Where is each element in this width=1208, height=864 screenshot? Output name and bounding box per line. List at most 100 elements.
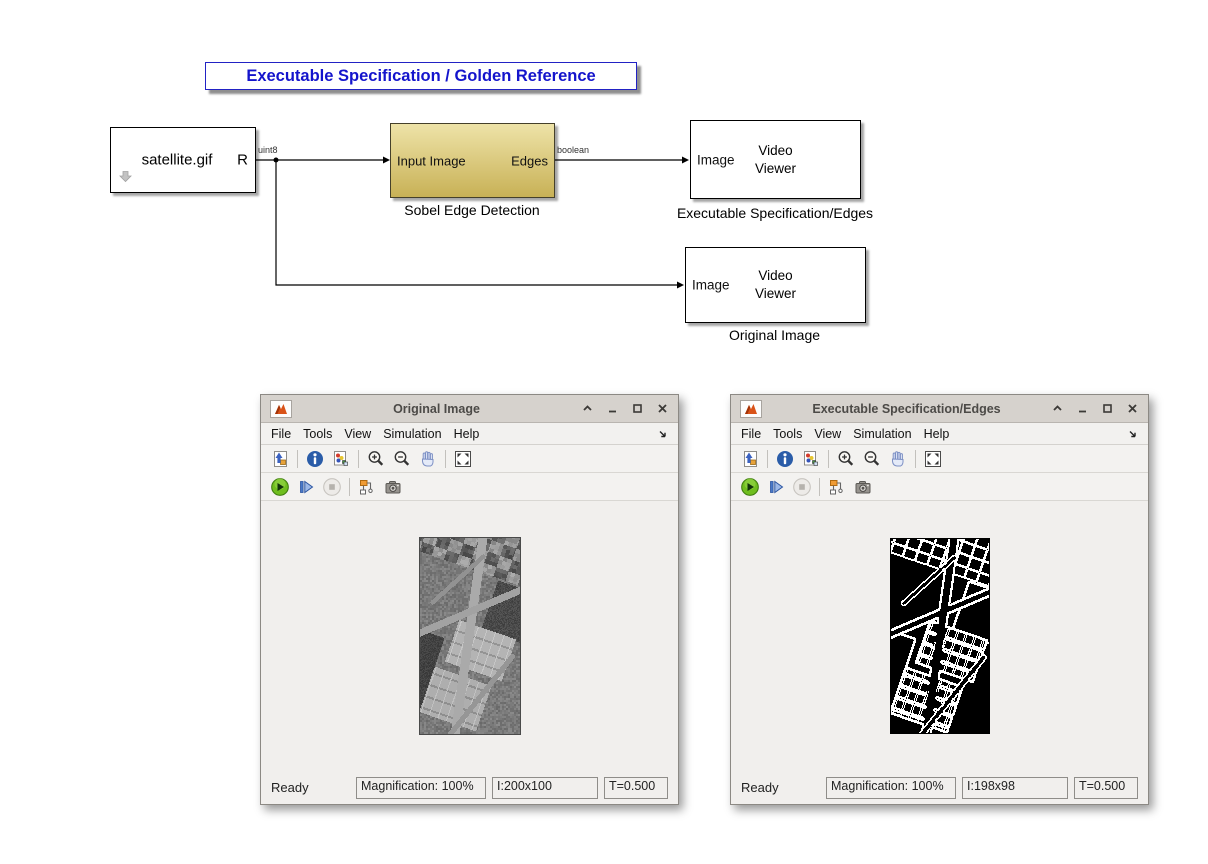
- menu-simulation[interactable]: Simulation: [383, 426, 442, 441]
- menu-file[interactable]: File: [741, 426, 762, 441]
- highlight-signal-icon: [830, 479, 843, 494]
- close-icon[interactable]: [1126, 402, 1139, 415]
- video-info-button[interactable]: [772, 447, 798, 470]
- pan-icon: [421, 450, 434, 466]
- window-original-image: Original Image File Tools View Simulatio…: [260, 394, 679, 805]
- maximize-icon[interactable]: [1101, 402, 1114, 415]
- fit-to-window-icon: [455, 450, 471, 467]
- video-display-area: [261, 501, 678, 771]
- menu-simulation[interactable]: Simulation: [853, 426, 912, 441]
- snapshot-button[interactable]: [850, 475, 876, 498]
- close-icon[interactable]: [656, 402, 669, 415]
- status-image-size: I:200x100: [492, 776, 598, 799]
- play-button[interactable]: [267, 475, 293, 498]
- status-sim-time: T=0.500: [604, 776, 668, 799]
- stop-button[interactable]: [789, 475, 815, 498]
- window-title: Executable Specification/Edges: [812, 401, 1001, 416]
- satellite-source-block[interactable]: satellite.gif R: [110, 127, 256, 193]
- export-image-button[interactable]: [737, 447, 763, 470]
- zoom-out-button[interactable]: [859, 447, 885, 470]
- toolbar-main: [731, 445, 1148, 473]
- minimize-icon[interactable]: [1076, 402, 1089, 415]
- dock-arrow-icon[interactable]: [1126, 427, 1140, 441]
- zoom-out-icon: [864, 450, 880, 466]
- menubar: File Tools View Simulation Help: [731, 423, 1148, 445]
- dock-arrow-icon[interactable]: [656, 427, 670, 441]
- status-magnification: Magnification: 100%: [356, 776, 486, 799]
- pan-button[interactable]: [885, 447, 911, 470]
- sobel-in-port-label: Input Image: [397, 153, 466, 168]
- video-info-icon: [307, 450, 323, 467]
- edges-viewer-in-port-label: Image: [697, 152, 735, 167]
- edges-viewer-caption: Executable Specification/Edges: [676, 205, 874, 221]
- menu-help[interactable]: Help: [923, 426, 950, 441]
- video-info-icon: [777, 450, 793, 467]
- highlight-signal-button[interactable]: [824, 475, 850, 498]
- export-image-button[interactable]: [267, 447, 293, 470]
- minimize-icon[interactable]: [606, 402, 619, 415]
- edges-video-viewer-block[interactable]: Image Video Viewer: [690, 120, 861, 199]
- stop-icon: [323, 477, 341, 496]
- export-image-icon: [744, 450, 757, 467]
- snapshot-icon: [855, 480, 871, 493]
- fit-to-window-button[interactable]: [920, 447, 946, 470]
- pan-button[interactable]: [415, 447, 441, 470]
- zoom-in-icon: [368, 450, 384, 466]
- maximize-icon[interactable]: [631, 402, 644, 415]
- original-video-viewer-block[interactable]: Image Video Viewer: [685, 247, 866, 323]
- original-viewer-in-port-label: Image: [692, 277, 730, 293]
- zoom-out-button[interactable]: [389, 447, 415, 470]
- highlight-signal-button[interactable]: [354, 475, 380, 498]
- export-image-icon: [274, 450, 287, 467]
- menu-file[interactable]: File: [271, 426, 292, 441]
- fit-to-window-icon: [925, 450, 941, 467]
- download-arrow-icon: [119, 170, 132, 188]
- toolbar-main: [261, 445, 678, 473]
- titlebar[interactable]: Executable Specification/Edges: [731, 395, 1148, 423]
- sobel-edge-detection-block[interactable]: Input Image Edges: [390, 123, 555, 198]
- original-viewer-caption: Original Image: [728, 327, 821, 343]
- model-annotation[interactable]: Executable Specification / Golden Refere…: [205, 62, 637, 90]
- menu-view[interactable]: View: [344, 426, 372, 441]
- toolbar-playback: [731, 473, 1148, 501]
- status-ready: Ready: [741, 780, 779, 795]
- video-display-area: [731, 501, 1148, 771]
- colormap-button[interactable]: [798, 447, 824, 470]
- stop-button[interactable]: [319, 475, 345, 498]
- window-title: Original Image: [393, 401, 480, 416]
- statusbar: Ready Magnification: 100% I:200x100 T=0.…: [261, 771, 678, 804]
- play-button[interactable]: [737, 475, 763, 498]
- satellite-block-label: satellite.gif: [141, 151, 213, 169]
- menu-tools[interactable]: Tools: [303, 426, 333, 441]
- original-image-canvas: [418, 537, 521, 735]
- zoom-in-button[interactable]: [833, 447, 859, 470]
- restore-icon[interactable]: [581, 402, 594, 415]
- sobel-block-caption: Sobel Edge Detection: [404, 202, 540, 218]
- step-forward-button[interactable]: [293, 475, 319, 498]
- zoom-in-icon: [838, 450, 854, 466]
- titlebar[interactable]: Original Image: [261, 395, 678, 423]
- toolbar-playback: [261, 473, 678, 501]
- snapshot-button[interactable]: [380, 475, 406, 498]
- menu-help[interactable]: Help: [453, 426, 480, 441]
- menu-tools[interactable]: Tools: [773, 426, 803, 441]
- stop-icon: [793, 477, 811, 496]
- colormap-button[interactable]: [328, 447, 354, 470]
- menu-view[interactable]: View: [814, 426, 842, 441]
- signal-label-boolean: boolean: [557, 145, 590, 155]
- zoom-in-button[interactable]: [363, 447, 389, 470]
- video-info-button[interactable]: [302, 447, 328, 470]
- edges-viewer-name: Video Viewer: [754, 142, 797, 176]
- restore-icon[interactable]: [1051, 402, 1064, 415]
- original-viewer-name: Video Viewer: [754, 268, 797, 301]
- menubar: File Tools View Simulation Help: [261, 423, 678, 445]
- status-ready: Ready: [271, 780, 309, 795]
- window-edges: Executable Specification/Edges File Tool…: [730, 394, 1149, 805]
- snapshot-icon: [385, 480, 401, 493]
- matlab-logo-icon: [270, 399, 292, 418]
- fit-to-window-button[interactable]: [450, 447, 476, 470]
- play-icon: [741, 477, 759, 496]
- signal-label-uint8: uint8: [258, 145, 278, 155]
- step-forward-button[interactable]: [763, 475, 789, 498]
